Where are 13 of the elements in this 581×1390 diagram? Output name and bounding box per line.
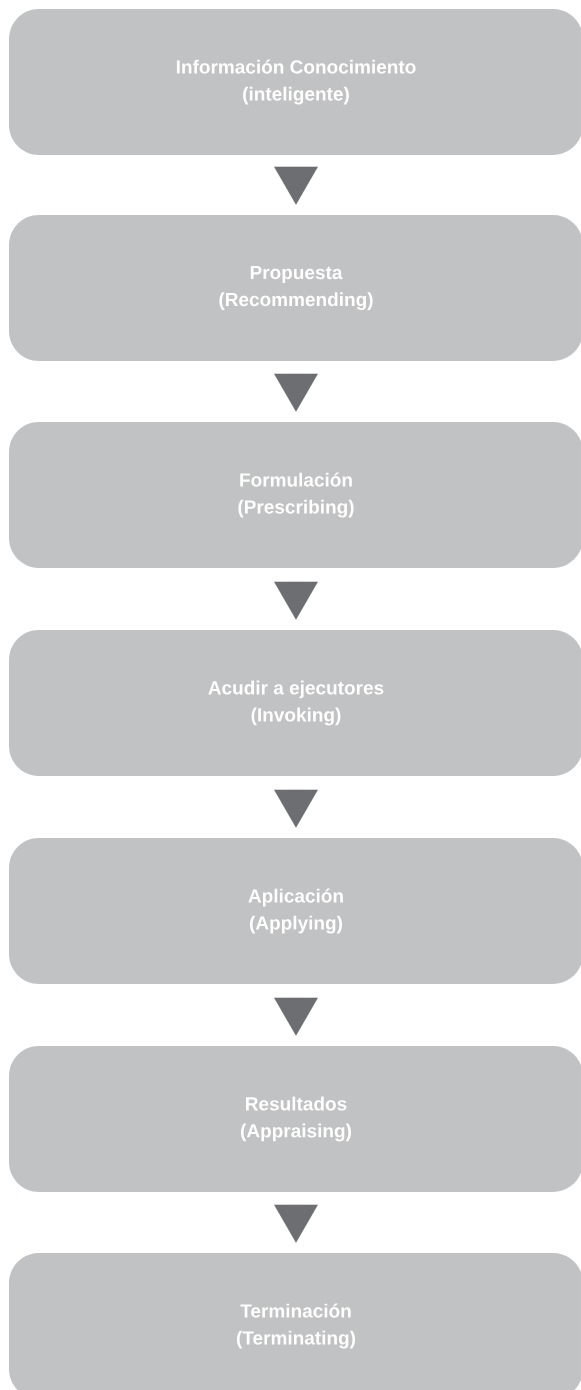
arrow bbox=[274, 996, 318, 1036]
arrow bbox=[274, 1204, 318, 1243]
process-box: Información Conocimiento (inteligente) bbox=[9, 9, 581, 155]
process-box: Propuesta (Recommending) bbox=[9, 215, 581, 361]
process-box: Formulación (Prescribing) bbox=[9, 422, 581, 568]
process-box: Terminación (Terminating) bbox=[9, 1253, 581, 1390]
process-box: Resultados (Appraising) bbox=[9, 1046, 581, 1192]
arrow bbox=[274, 788, 318, 828]
arrow bbox=[274, 580, 318, 620]
process-box: Aplicación (Applying) bbox=[9, 838, 581, 984]
arrow bbox=[274, 373, 318, 412]
process-box: Acudir a ejecutores (Invoking) bbox=[9, 630, 581, 776]
arrow bbox=[274, 166, 318, 205]
